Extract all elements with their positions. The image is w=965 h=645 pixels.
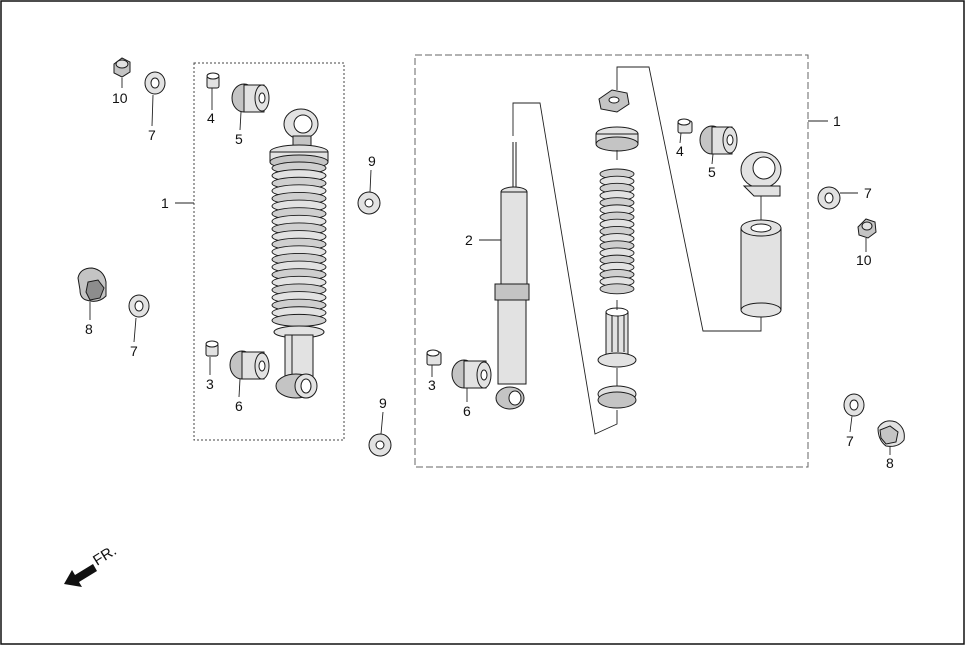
callout-9-top: 9 xyxy=(368,153,376,169)
collar-4-left xyxy=(206,72,220,89)
washer-7-left-mid xyxy=(128,294,150,318)
washer-9-top xyxy=(357,191,381,215)
callout-6-left: 6 xyxy=(235,398,243,414)
spring-coil xyxy=(599,283,635,295)
callouts: 1 1 2 3 3 4 4 5 5 6 6 7 7 7 7 8 8 9 9 10… xyxy=(85,90,894,471)
callout-10-right: 10 xyxy=(856,252,872,268)
right-exploded-box xyxy=(414,54,809,468)
callout-5-left: 5 xyxy=(235,131,243,147)
washer-7-left-top xyxy=(144,71,166,95)
callout-8-right: 8 xyxy=(886,455,894,471)
callout-7-left-top: 7 xyxy=(148,127,156,143)
callout-4-left: 4 xyxy=(207,110,215,126)
cap-nut-8-left xyxy=(77,267,107,302)
spring-coil xyxy=(271,313,327,327)
callout-10-left: 10 xyxy=(112,90,128,106)
callout-7-right-top: 7 xyxy=(864,185,872,201)
shock-absorber-assembly xyxy=(269,108,329,399)
upper-mount xyxy=(740,151,782,197)
callout-3-left: 3 xyxy=(206,376,214,392)
bushing-6-right xyxy=(451,359,492,389)
damper-2 xyxy=(494,142,530,410)
spring-guide xyxy=(597,307,637,368)
washer-7-right-top xyxy=(817,186,841,210)
outer-tube xyxy=(740,219,782,318)
callout-9-bottom: 9 xyxy=(379,395,387,411)
bushing-5-left xyxy=(231,83,270,113)
coil-spring xyxy=(599,168,635,295)
collar-4-right xyxy=(677,118,693,134)
bushing-5-right xyxy=(699,125,738,155)
callout-7-right-bottom: 7 xyxy=(846,433,854,449)
callout-4-right: 4 xyxy=(676,143,684,159)
nut-10-left xyxy=(113,57,131,78)
washer-7-right-bottom xyxy=(843,393,865,417)
callout-7-left-mid: 7 xyxy=(130,343,138,359)
bushing-6-left xyxy=(229,350,270,380)
collar-3-right xyxy=(426,349,442,366)
callout-1-left: 1 xyxy=(161,195,169,211)
callout-8-left: 8 xyxy=(85,321,93,337)
lower-seat xyxy=(597,385,637,409)
callout-5-right: 5 xyxy=(708,164,716,180)
front-arrow-icon xyxy=(64,564,97,587)
callout-2: 2 xyxy=(465,232,473,248)
washer-9-bottom xyxy=(368,433,392,457)
callout-6-right: 6 xyxy=(463,403,471,419)
cap-nut-8-right xyxy=(877,420,905,447)
nut-top-right xyxy=(598,89,630,113)
callout-1-right: 1 xyxy=(833,113,841,129)
callout-3-right: 3 xyxy=(428,377,436,393)
collar-3-left xyxy=(205,340,219,357)
left-assembly-box xyxy=(193,62,345,441)
spring-seat-top xyxy=(595,126,639,152)
nut-10-right xyxy=(857,218,877,239)
leader-lines xyxy=(89,66,891,455)
